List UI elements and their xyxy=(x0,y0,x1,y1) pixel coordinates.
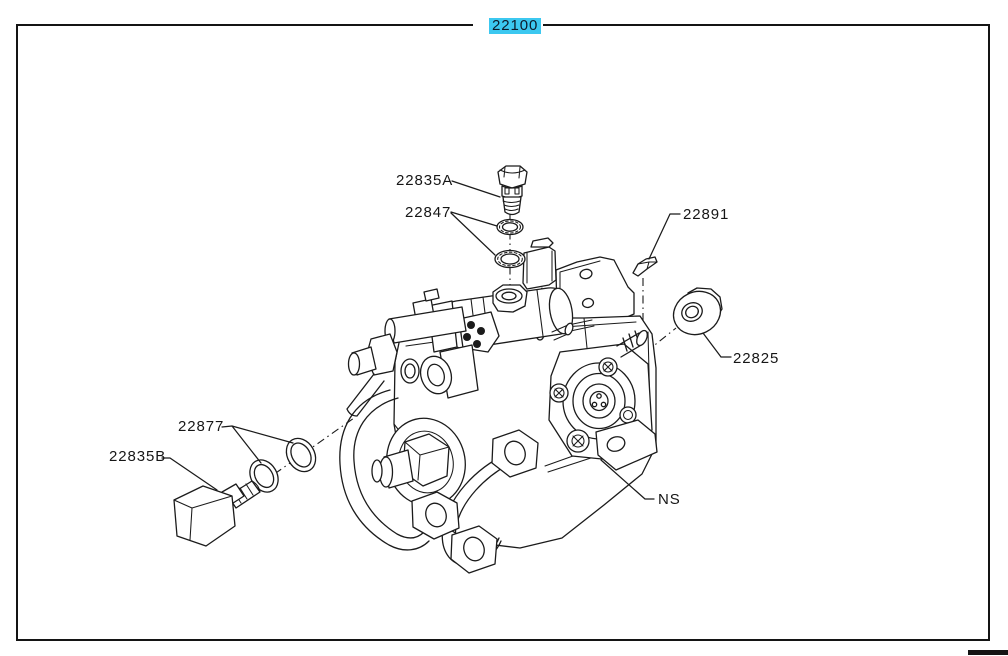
part-label-22835A[interactable]: 22835A xyxy=(396,172,454,189)
mounting-bracket xyxy=(555,256,635,332)
callout-leader-lines xyxy=(161,180,732,500)
coupling-bolts xyxy=(549,357,637,453)
part-label-22891[interactable]: 22891 xyxy=(683,206,730,223)
part-gasket-washers-22847 xyxy=(494,218,526,269)
part-label-22835B[interactable]: 22835B xyxy=(109,448,167,465)
part-flange-nut-22825 xyxy=(672,287,723,336)
mounting-foot xyxy=(595,419,658,471)
part-overflow-bolt-22835B xyxy=(173,480,261,547)
part-label-22847[interactable]: 22847 xyxy=(405,204,452,221)
drawing-frame xyxy=(16,24,990,641)
connector-block xyxy=(522,237,557,290)
banjo-fittings xyxy=(411,429,539,574)
ribbed-inlet-fitting xyxy=(551,322,648,358)
assembly-number-label[interactable]: 22100 xyxy=(489,18,542,34)
page-corner-mark xyxy=(968,650,1008,655)
left-rail-fittings xyxy=(346,306,479,417)
pin-connector xyxy=(458,311,500,353)
part-o-rings-22877 xyxy=(249,437,317,493)
part-label-22825[interactable]: 22825 xyxy=(733,350,780,367)
part-label-22877[interactable]: 22877 xyxy=(178,418,225,435)
distributor-head xyxy=(371,417,466,507)
part-key-wedge-22891 xyxy=(632,256,658,277)
part-label-NS: NS xyxy=(658,491,681,508)
part-eye-bolt-22835A xyxy=(497,165,528,216)
injection-pump-assembly-drawing xyxy=(339,237,658,574)
banjo-bolt-port xyxy=(492,284,528,313)
